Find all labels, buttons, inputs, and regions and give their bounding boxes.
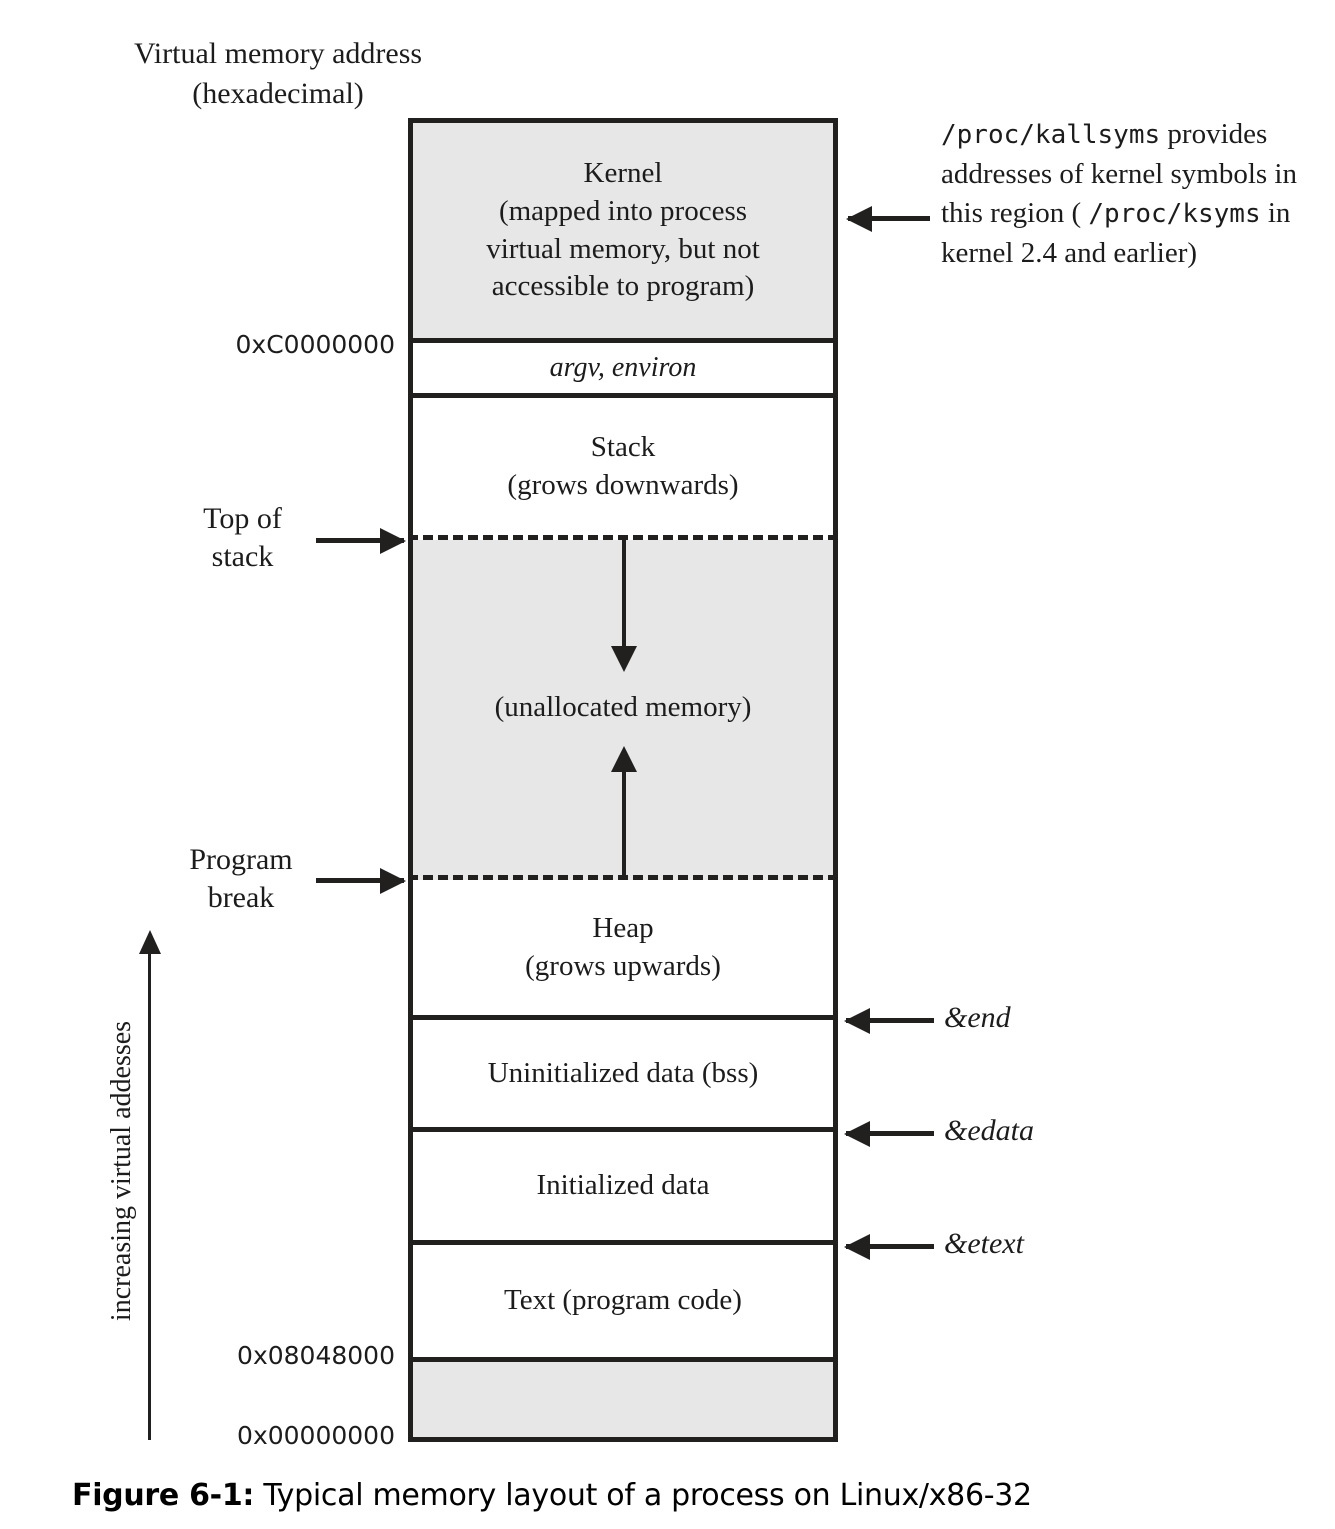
program-break-arrow-icon (316, 867, 406, 894)
pointer-label-top-of-stack-line1: Top of (203, 502, 282, 535)
end-symbol-arrow-icon (844, 1007, 934, 1034)
stack-growth-down-arrow-icon (611, 540, 637, 672)
annotation-etext-symbol: &etext (944, 1227, 1024, 1260)
segment-stack: Stack (grows downwards) (408, 398, 838, 540)
annotation-ksyms-path: /proc/ksyms (1088, 199, 1261, 230)
axis-title: Virtual memory address (hexadecimal) (78, 34, 478, 114)
segment-heap: Heap (grows upwards) (408, 880, 838, 1020)
segment-text-label: Text (program code) (504, 1284, 742, 1317)
segment-bss-label: Uninitialized data (bss) (487, 1056, 759, 1089)
memory-layout-column: Kernel (mapped into process virtual memo… (408, 118, 838, 1442)
figure-caption-number: Figure 6-1: (72, 1478, 255, 1513)
address-label-kernel-base: 0xC0000000 (235, 330, 396, 359)
increasing-addresses-arrow-icon (138, 930, 161, 1440)
address-label-text-base: 0x08048000 (237, 1341, 395, 1370)
figure-caption: Figure 6-1: Typical memory layout of a p… (72, 1478, 1272, 1513)
segment-kernel-line-1: (mapped into process (498, 194, 748, 227)
pointer-label-top-of-stack-line2: stack (211, 539, 274, 573)
etext-symbol-arrow-icon (844, 1233, 934, 1260)
pointer-label-program-break-line2: break (207, 880, 275, 914)
annotation-end-symbol: &end (944, 1001, 1011, 1034)
annotation-kallsyms-path: /proc/kallsyms (941, 120, 1161, 150)
segment-stack-line-1: (grows downwards) (507, 468, 739, 501)
edata-symbol-arrow-icon (844, 1120, 934, 1147)
pointer-label-top-of-stack: Top of stack (160, 500, 325, 575)
segment-stack-label: Stack (grows downwards) (497, 429, 748, 504)
figure-caption-text: Typical memory layout of a process on Li… (254, 1478, 1032, 1513)
segment-unallocated-memory-label: (unallocated memory) (494, 690, 752, 723)
segment-stack-line-0: Stack (590, 430, 656, 463)
segment-kernel-line-2: virtual memory, but not (486, 232, 760, 265)
pointer-label-program-break: Program break (152, 841, 330, 916)
annotation-kallsyms-text1: provides addresses of kernel symbols in … (941, 118, 1297, 230)
pointer-label-program-break-line1: Program (189, 843, 293, 876)
segment-kernel-line-0: Kernel (583, 157, 663, 190)
axis-title-line1: Virtual memory address (133, 37, 423, 70)
increasing-addresses-label: increasing virtual addesses (106, 1020, 137, 1322)
segment-heap-line-0: Heap (592, 911, 654, 944)
segment-kernel-label: Kernel (mapped into process virtual memo… (476, 155, 770, 306)
segment-initialized-data-label: Initialized data (536, 1169, 710, 1202)
annotation-kallsyms-text2: in kernel 2.4 and earlier) (941, 197, 1291, 270)
annotation-kallsyms: /proc/kallsyms provides addresses of ker… (941, 115, 1311, 274)
segment-argv-environ-label: argv, environ (549, 351, 697, 383)
address-label-zero: 0x00000000 (237, 1421, 395, 1450)
segment-heap-line-1: (grows upwards) (525, 949, 721, 982)
segment-kernel: Kernel (mapped into process virtual memo… (408, 118, 838, 343)
segment-text: Text (program code) (408, 1245, 838, 1362)
segment-unallocated-memory: (unallocated memory) (408, 540, 838, 880)
segment-argv-environ: argv, environ (408, 343, 838, 398)
segment-bss: Uninitialized data (bss) (408, 1020, 838, 1132)
segment-reserved-low (408, 1362, 838, 1442)
annotation-edata-symbol: &edata (944, 1114, 1034, 1147)
segment-heap-label: Heap (grows upwards) (515, 910, 731, 985)
segment-kernel-line-3: accessible to program) (491, 270, 755, 303)
heap-growth-up-arrow-icon (611, 746, 637, 875)
top-of-stack-arrow-icon (316, 527, 406, 554)
kallsyms-arrow-icon (846, 205, 930, 232)
segment-initialized-data: Initialized data (408, 1132, 838, 1245)
axis-title-line2: (hexadecimal) (192, 76, 364, 110)
